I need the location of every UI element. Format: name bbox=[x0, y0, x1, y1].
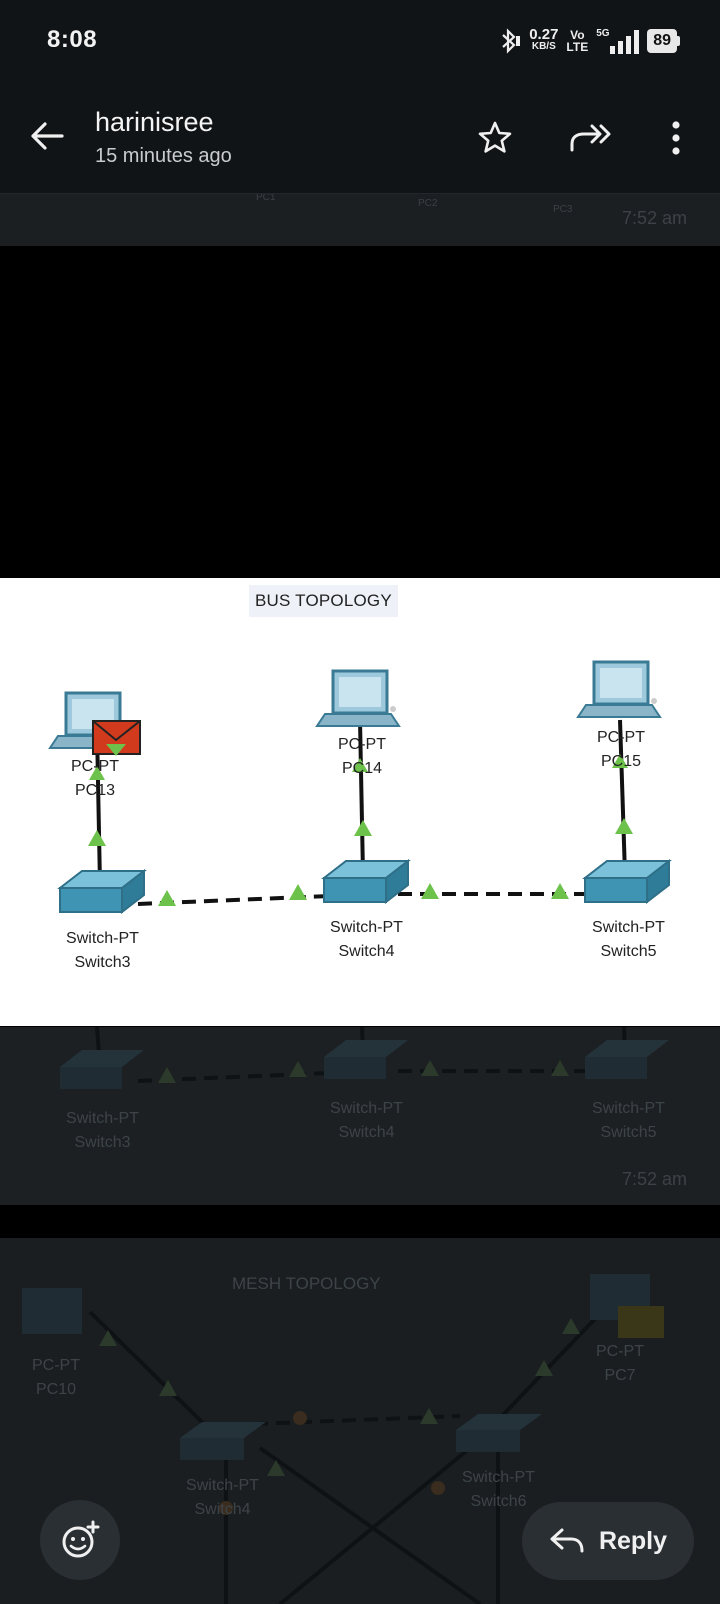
network-speed-value: 0.27 bbox=[529, 26, 559, 43]
forward-icon bbox=[570, 124, 611, 152]
switch-type: Switch-PT bbox=[66, 930, 139, 947]
dim-label: PC2 bbox=[418, 198, 438, 209]
link-status-indicators bbox=[88, 754, 633, 906]
switch-type: Switch-PT bbox=[330, 919, 403, 936]
dim-switch-label: Switch-PT Switch4 bbox=[330, 1100, 403, 1141]
reply-label: Reply bbox=[598, 1526, 668, 1555]
switch-icon bbox=[582, 858, 672, 905]
sender-name: harinisree bbox=[95, 107, 214, 137]
volte-bottom: LTE bbox=[566, 40, 589, 54]
switch-label: Switch-PT Switch3 bbox=[50, 927, 155, 975]
network-type: 5G bbox=[596, 28, 610, 39]
battery-level: 89 bbox=[647, 29, 677, 53]
status-time: 8:08 bbox=[47, 26, 98, 53]
star-button[interactable] bbox=[474, 117, 516, 159]
dim-label: PC3 bbox=[553, 204, 573, 215]
more-options-button[interactable] bbox=[656, 117, 696, 159]
next-message-preview: Switch-PT Switch3 Switch-PT Switch4 Swit… bbox=[0, 1027, 720, 1205]
dim-label: PC1 bbox=[256, 194, 276, 203]
switch-label: Switch-PT Switch5 bbox=[576, 916, 681, 964]
bus-topology-diagram bbox=[48, 660, 672, 915]
dim-topology-title: MESH TOPOLOGY bbox=[232, 1274, 381, 1293]
topology-title: BUS TOPOLOGY bbox=[249, 585, 398, 617]
previous-message-time: 7:52 am bbox=[622, 208, 688, 228]
next-message-time: 7:52 am bbox=[622, 1169, 688, 1189]
reply-button[interactable]: Reply bbox=[522, 1502, 694, 1580]
message-header: harinisree 15 minutes ago bbox=[0, 80, 720, 194]
pc-label: PC-PT PC13 bbox=[55, 755, 135, 803]
status-bar: 8:08 0.27 KB/S Vo LTE 5G 89 bbox=[0, 0, 720, 80]
bluetooth-icon bbox=[502, 28, 521, 54]
star-icon bbox=[478, 121, 512, 153]
pc-type: PC-PT bbox=[71, 758, 119, 775]
battery-icon: 89 bbox=[647, 29, 680, 53]
forward-button[interactable] bbox=[568, 117, 614, 159]
switch-name: Switch3 bbox=[74, 954, 131, 971]
dim-switch-label: Switch-PT Switch3 bbox=[66, 1110, 139, 1151]
back-button[interactable] bbox=[26, 115, 68, 157]
signal-icon: 5G bbox=[596, 28, 640, 54]
reply-icon bbox=[550, 1528, 584, 1553]
envelope-icon bbox=[92, 720, 141, 756]
dim-pc-label: PC-PT PC10 bbox=[32, 1357, 80, 1398]
dim-pc-label: PC-PT PC7 bbox=[596, 1343, 644, 1384]
switch-name: Switch5 bbox=[600, 943, 657, 960]
status-icons: 0.27 KB/S Vo LTE 5G 89 bbox=[499, 26, 680, 56]
dim-switch-label: Switch-PT Switch4 bbox=[186, 1477, 259, 1518]
switch-name: Switch4 bbox=[338, 943, 395, 960]
volte-indicator: Vo LTE bbox=[566, 29, 588, 53]
pc-type: PC-PT bbox=[338, 736, 386, 753]
switch-icon bbox=[57, 868, 147, 915]
network-speed: 0.27 KB/S bbox=[529, 26, 559, 53]
volte-top: Vo bbox=[570, 28, 585, 42]
pc-icon bbox=[576, 660, 662, 718]
dim-switch-label: Switch-PT Switch5 bbox=[592, 1100, 665, 1141]
pc-name: PC15 bbox=[600, 753, 642, 770]
pc-label: PC-PT PC15 bbox=[581, 726, 661, 774]
topology-image[interactable]: BUS TOPOLOGY PC-PT PC13 PC-PT PC14 PC-PT… bbox=[0, 578, 720, 1026]
previous-message-strip: PC1 PC2 PC3 7:52 am bbox=[0, 194, 720, 246]
pc-name: PC13 bbox=[74, 782, 116, 799]
add-reaction-icon bbox=[62, 1520, 100, 1558]
more-vert-icon bbox=[672, 121, 680, 155]
message-time: 15 minutes ago bbox=[95, 145, 232, 167]
switch-icon bbox=[321, 858, 411, 905]
add-reaction-button[interactable] bbox=[40, 1500, 120, 1580]
switch-type: Switch-PT bbox=[592, 919, 665, 936]
pc-name: PC14 bbox=[341, 760, 383, 777]
switch-label: Switch-PT Switch4 bbox=[314, 916, 419, 964]
back-arrow-icon bbox=[31, 122, 64, 150]
pc-type: PC-PT bbox=[597, 729, 645, 746]
network-speed-unit: KB/S bbox=[531, 41, 556, 52]
dim-switch-label: Switch-PT Switch6 bbox=[462, 1469, 535, 1510]
pc-icon bbox=[315, 669, 401, 727]
pc-label: PC-PT PC14 bbox=[322, 733, 402, 781]
